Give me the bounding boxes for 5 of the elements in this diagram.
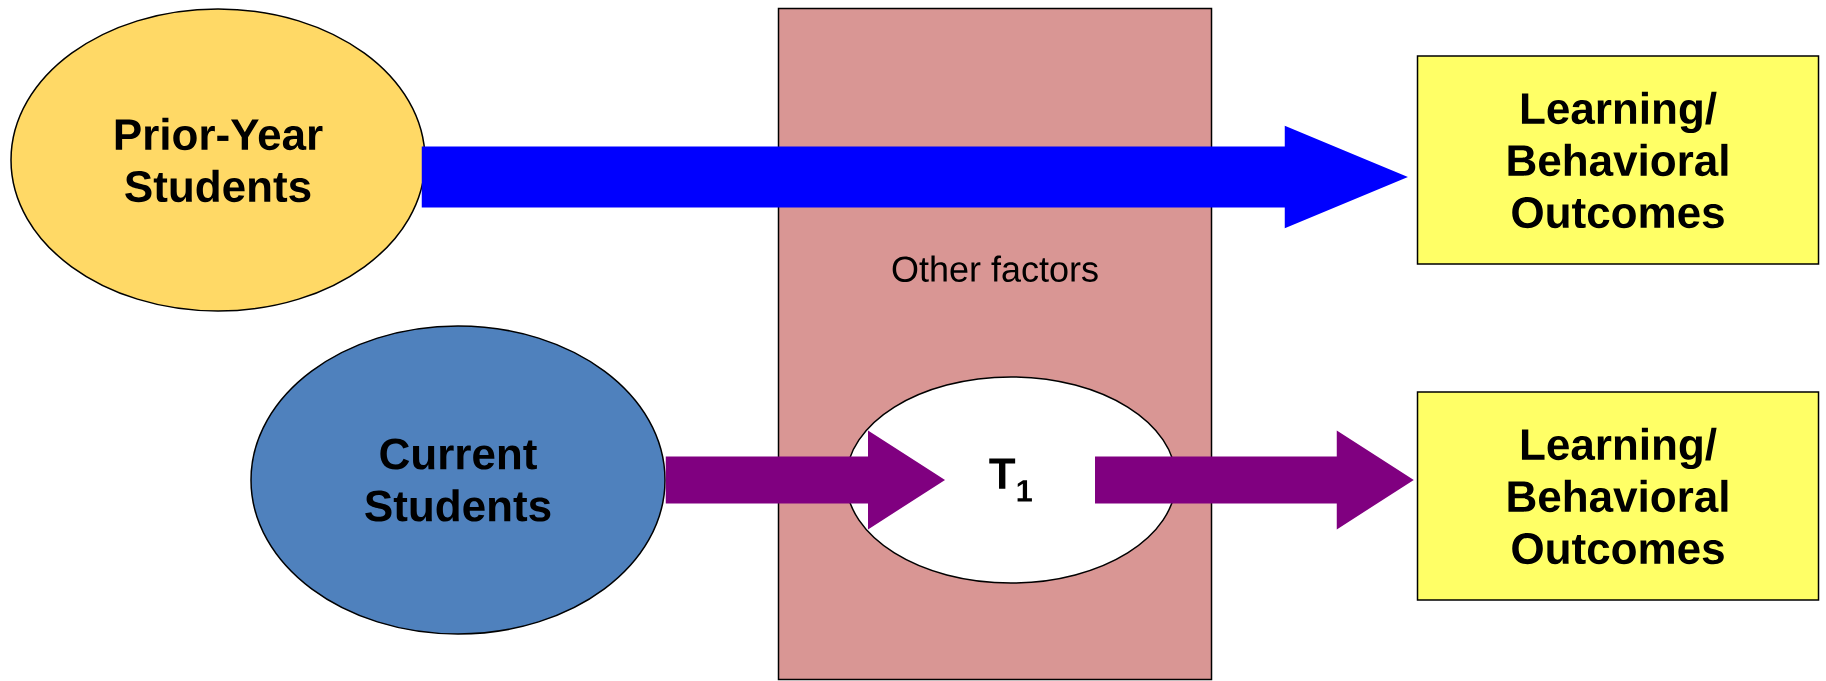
oval: T$_{1}$ bbox=[845, 376, 1177, 584]
oval: Current Students bbox=[250, 325, 666, 635]
outcome-box: Learning/ Behavioral Outcomes bbox=[1416, 55, 1820, 265]
oval: Prior-Year Students bbox=[10, 8, 426, 312]
outcome-box: Learning/ Behavioral Outcomes bbox=[1416, 391, 1820, 601]
